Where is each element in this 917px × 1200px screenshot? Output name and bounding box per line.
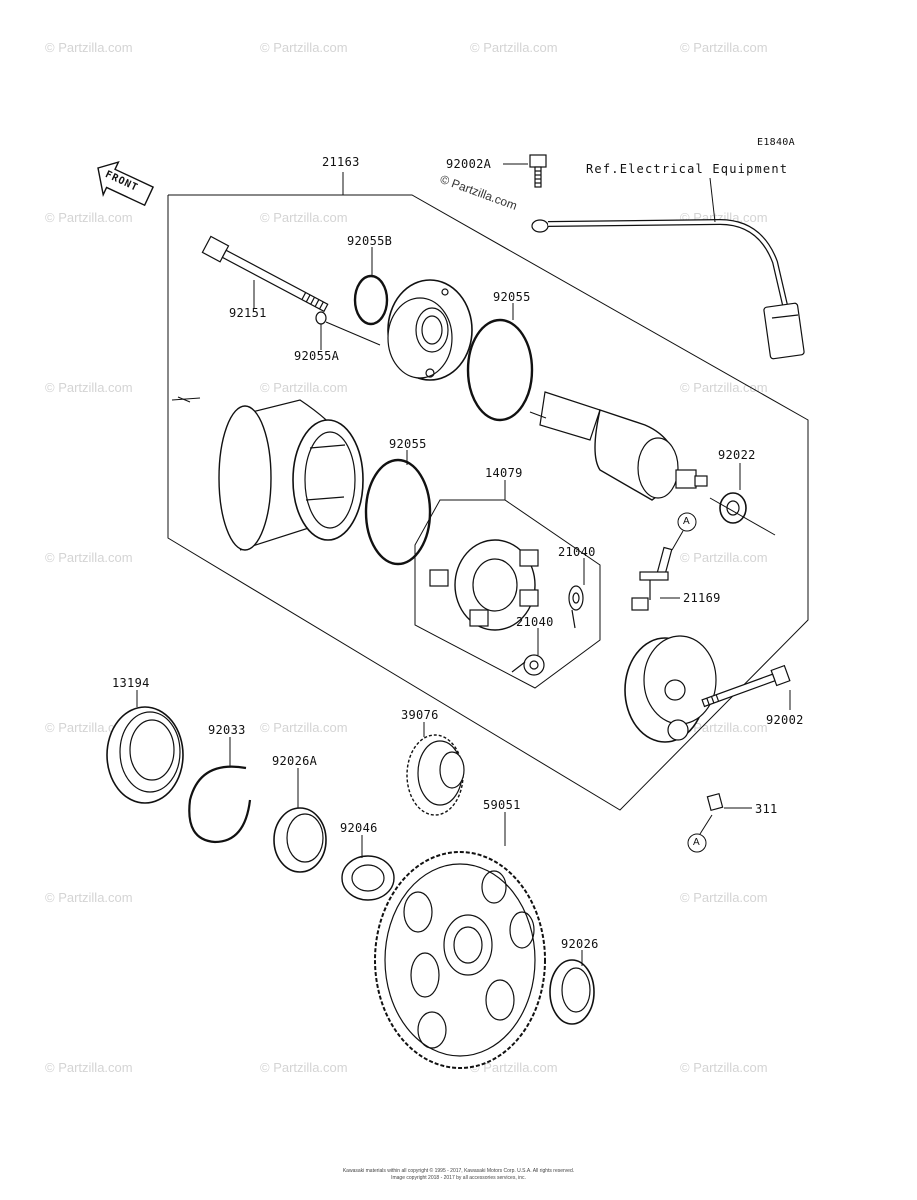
- part-label-21040-a: 21040: [558, 545, 596, 559]
- part-label-92055-lower: 92055: [389, 437, 427, 451]
- o-ring-92055b-icon: [353, 274, 389, 326]
- watermark-text: © Partzilla.com: [260, 720, 348, 735]
- part-label-92002a: 92002A: [446, 157, 492, 171]
- dowel-311-icon: [706, 792, 724, 812]
- bolt-92002-icon: [701, 664, 791, 708]
- o-ring-92055a-icon: [315, 311, 327, 325]
- part-label-92151: 92151: [229, 306, 267, 320]
- part-label-59051: 59051: [483, 798, 521, 812]
- rear-cover-icon: [624, 635, 717, 743]
- armature-icon: [539, 391, 708, 501]
- part-label-92033: 92033: [208, 723, 246, 737]
- part-label-92055b: 92055B: [347, 234, 393, 248]
- gear-39076-icon: [406, 734, 465, 816]
- ref-marker-a-bottom: [687, 833, 707, 853]
- o-ring-92055-upper-icon: [466, 318, 534, 422]
- bearing-92046-icon: [341, 855, 395, 901]
- ref-electrical-label: Ref.Electrical Equipment: [586, 162, 789, 176]
- watermark-text: © Partzilla.com: [680, 1060, 768, 1075]
- part-label-21040-b: 21040: [516, 615, 554, 629]
- part-label-39076: 39076: [401, 708, 439, 722]
- washer-92022-icon: [719, 492, 747, 524]
- watermark-text: © Partzilla.com: [680, 550, 768, 565]
- part-label-21163: 21163: [322, 155, 360, 169]
- watermark-text: © Partzilla.com: [45, 720, 133, 735]
- circlip-92033-icon: [188, 765, 252, 844]
- watermark-text: © Partzilla.com: [680, 720, 768, 735]
- part-label-92022: 92022: [718, 448, 756, 462]
- part-label-92002: 92002: [766, 713, 804, 727]
- watermark-text: © Partzilla.com: [680, 890, 768, 905]
- bolt-92002a-icon: [529, 154, 547, 188]
- o-ring-92055-lower-icon: [364, 458, 432, 566]
- copyright-line-2: Image copyright 2018 - 2017 by all acces…: [391, 1175, 526, 1181]
- spring-21040-b-icon: [511, 654, 545, 676]
- watermark-text: © Partzilla.com: [45, 40, 133, 55]
- brush-holder-icon: [429, 539, 539, 631]
- part-label-92055a: 92055A: [294, 349, 340, 363]
- copyright-line-1: Kawasaki materials within all copyright …: [342, 1168, 575, 1174]
- watermark-text: © Partzilla.com: [470, 40, 558, 55]
- diagram-code: E1840A: [757, 137, 795, 148]
- watermark-text: © Partzilla.com: [260, 1060, 348, 1075]
- watermark-text: © Partzilla.com: [680, 380, 768, 395]
- watermark-text: © Partzilla.com: [680, 40, 768, 55]
- watermark-text: © Partzilla.com: [45, 380, 133, 395]
- ref-marker-a-top: [677, 512, 697, 532]
- part-label-14079: 14079: [485, 466, 523, 480]
- part-label-92046: 92046: [340, 821, 378, 835]
- part-label-92055-upper: 92055: [493, 290, 531, 304]
- part-label-21169: 21169: [683, 591, 721, 605]
- spring-21040-a-icon: [568, 585, 584, 629]
- watermark-text: © Partzilla.com: [260, 380, 348, 395]
- clutch-13194-icon: [106, 706, 184, 804]
- gear-59051-icon: [374, 851, 546, 1069]
- yoke-housing-icon: [218, 399, 364, 551]
- watermark-text: © Partzilla.com: [45, 1060, 133, 1075]
- starter-cable-icon: [531, 218, 805, 360]
- part-label-311: 311: [755, 802, 778, 816]
- part-label-92026a: 92026A: [272, 754, 318, 768]
- ref-marker-a-label: A: [693, 837, 700, 848]
- watermark-text: © Partzilla.com: [260, 210, 348, 225]
- terminal-21169-icon: [631, 546, 673, 611]
- watermark-text: © Partzilla.com: [470, 1060, 558, 1075]
- part-label-92026: 92026: [561, 937, 599, 951]
- front-cover-icon: [387, 279, 473, 381]
- watermark-text: © Partzilla.com: [260, 40, 348, 55]
- washer-92026a-icon: [273, 807, 327, 873]
- part-label-13194: 13194: [112, 676, 150, 690]
- front-arrow-icon: [97, 160, 155, 207]
- watermark-text: © Partzilla.com: [45, 550, 133, 565]
- watermark-text: © Partzilla.com: [45, 890, 133, 905]
- ref-marker-a-label: A: [683, 516, 690, 527]
- watermark-text: © Partzilla.com: [45, 210, 133, 225]
- assembly-outline: [167, 194, 809, 811]
- washer-92026-icon: [549, 959, 595, 1025]
- brush-holder-box: [414, 499, 601, 689]
- through-bolt-92151-icon: [201, 235, 329, 313]
